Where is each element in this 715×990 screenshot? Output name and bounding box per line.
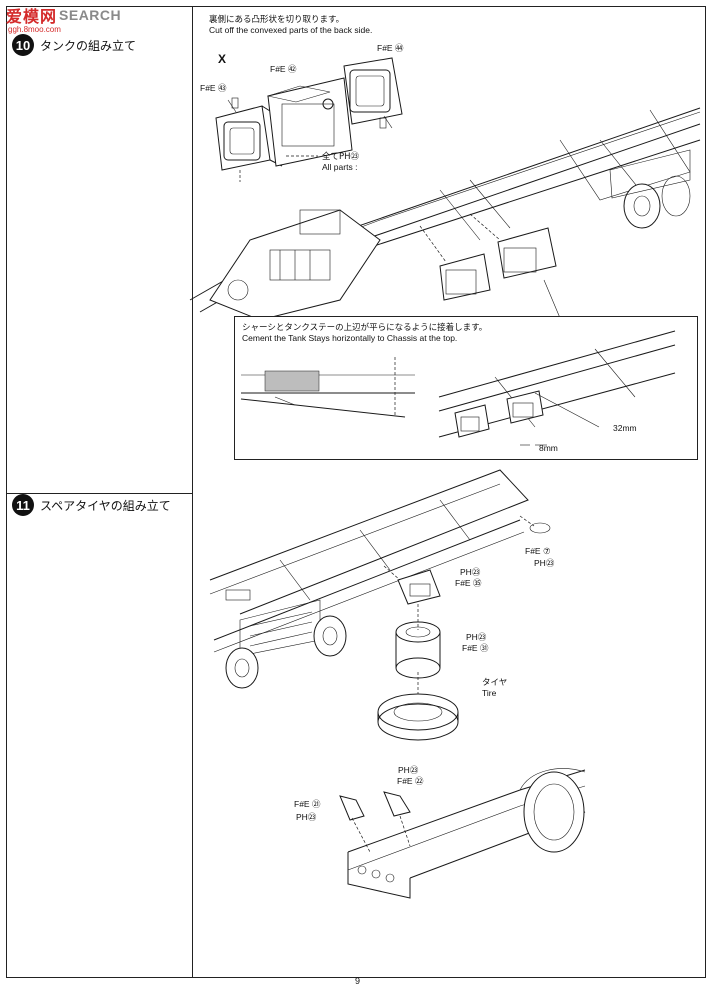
- part-label-21: F#E ㉑: [294, 799, 321, 809]
- part-label-31: F#E ㉛: [462, 643, 489, 653]
- part-label-22: F#E ㉒: [397, 776, 424, 786]
- all-parts-en: All parts :: [322, 162, 358, 172]
- cut-note-jp: 裏側にある凸形状を切り取ります。: [209, 15, 345, 25]
- page-frame: [6, 6, 706, 978]
- page-number: 9: [354, 976, 360, 986]
- spare-rear-wheels: [225, 599, 347, 689]
- tank-end-cap-right: [343, 57, 403, 125]
- part-label-ph23-a: PH㉓: [534, 558, 555, 568]
- spare-wheel-rim: [395, 621, 441, 679]
- watermark-url: ggh.8moo.com: [8, 25, 61, 34]
- part-label-ph23-b: PH㉓: [460, 567, 481, 577]
- spare-chassis-frame: [209, 469, 529, 653]
- rear-wheels: [609, 149, 691, 229]
- part-label-ph23-d: PH㉓: [398, 765, 419, 775]
- spare-carrier-frame: [347, 768, 586, 899]
- part-label-ph23-e: PH㉓: [296, 812, 317, 822]
- watermark-cn: 爱模网: [6, 7, 58, 26]
- callout-en: Cement the Tank Stays horizontally to Ch…: [242, 333, 458, 343]
- step-11-number: 11: [12, 494, 34, 516]
- part-label-42: F#E ㊷: [270, 64, 297, 74]
- watermark-en: SEARCH: [59, 7, 122, 23]
- part-label-44: F#E ㊹: [377, 43, 404, 53]
- dim-32mm: 32mm: [613, 423, 637, 433]
- part-label-43: F#E ㊸: [200, 83, 227, 93]
- mounted-tanks: [419, 213, 557, 301]
- step-10-title: タンクの組み立て: [40, 38, 137, 53]
- bracket-21: [339, 795, 371, 853]
- step-10-number: 10: [12, 34, 34, 56]
- watermark: 爱模网 SEARCH: [6, 2, 121, 28]
- all-parts-jp: 全てPH㉓: [322, 152, 360, 162]
- step-separator: [7, 493, 192, 494]
- tank-stay-callout: シャーシとタンクステーの上辺が平らになるように接着します。 Cement the…: [234, 316, 698, 460]
- part-label-35: F#E ㉟: [455, 578, 482, 588]
- step-11-title: スペアタイヤの組み立て: [40, 498, 171, 513]
- step-10-header: 10 タンクの組み立て: [12, 34, 136, 56]
- spare-tire: [377, 693, 459, 741]
- step-11-header: 11 スペアタイヤの組み立て: [12, 494, 171, 516]
- tire-label-jp: タイヤ: [482, 678, 508, 688]
- dim-8mm: 8mm: [539, 443, 558, 453]
- tank-body-middle: [266, 77, 353, 167]
- bracket-22: [383, 791, 411, 847]
- part-label-7: F#E ⑦: [525, 546, 551, 556]
- callout-jp: シャーシとタンクステーの上辺が平らになるように接着します。: [242, 323, 488, 333]
- part-label-ph23-c: PH㉓: [466, 632, 487, 642]
- cut-mark: X: [218, 52, 227, 66]
- cut-note-en: Cut off the convexed parts of the back s…: [209, 25, 373, 35]
- column-divider: [192, 7, 193, 977]
- callout-drawing: [240, 330, 676, 446]
- tire-label-en: Tire: [482, 688, 497, 698]
